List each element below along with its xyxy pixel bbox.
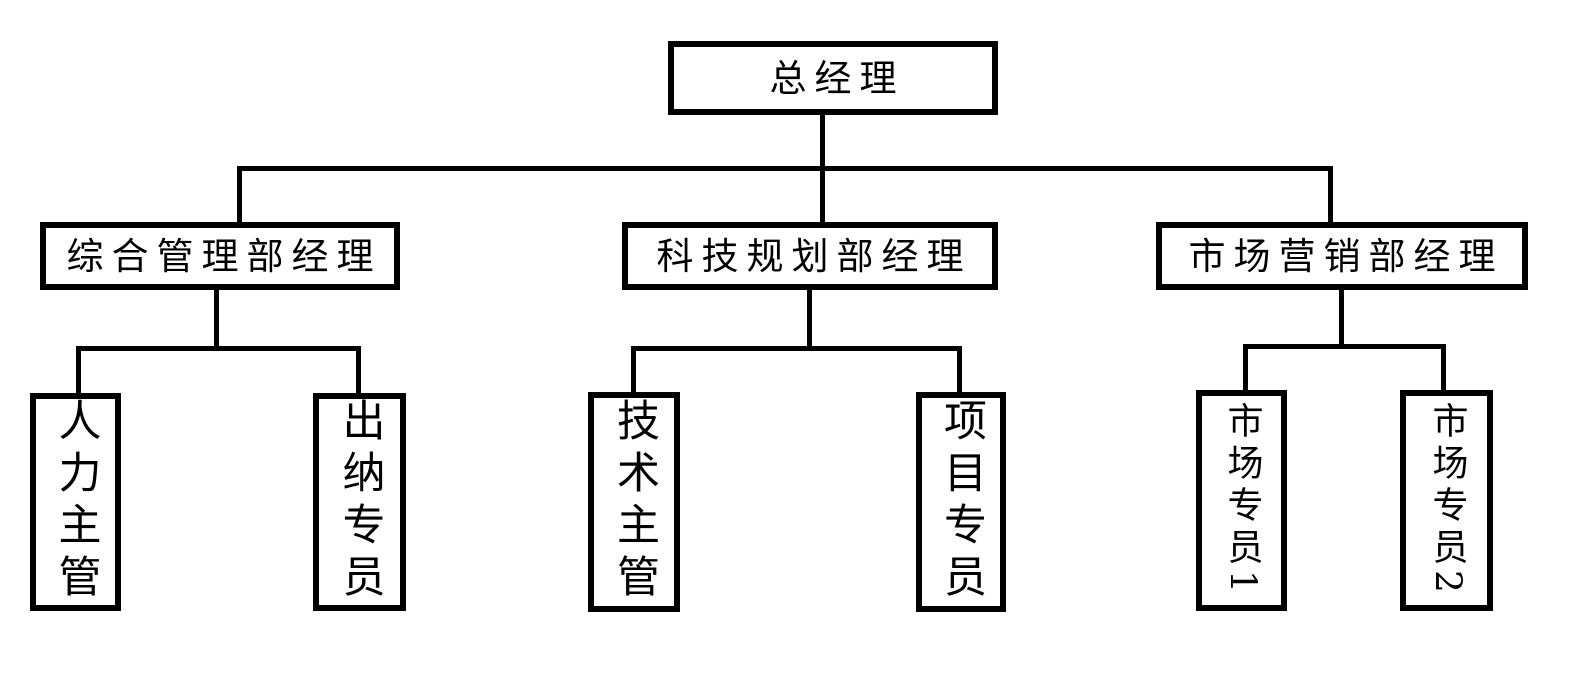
node-label: 项目专员 [936, 398, 987, 606]
connector-root-stem [820, 110, 825, 170]
connector-branch1-stem [807, 286, 812, 351]
node-label: 综合管理部经理 [66, 234, 382, 278]
connector-branch2-stem [1339, 286, 1344, 349]
node-general-manager: 总经理 [668, 41, 998, 115]
node-hr-supervisor: 人力主管 [30, 393, 121, 611]
connector-level1-bus [237, 166, 1333, 171]
connector-branch2-drop-0 [1243, 344, 1248, 394]
node-label: 市场营销部经理 [1188, 234, 1504, 278]
connector-branch2-bus [1243, 344, 1446, 349]
node-label: 人力主管 [51, 398, 101, 606]
connector-branch0-bus [76, 346, 361, 351]
node-cashier-specialist: 出纳专员 [313, 393, 406, 611]
node-label: 市场专员1 [1221, 402, 1263, 599]
node-label: 技术主管 [609, 398, 660, 606]
connector-branch0-stem [214, 286, 219, 351]
connector-drop-dept-2 [1328, 166, 1333, 226]
node-tech-planning-dept-manager: 科技规划部经理 [622, 222, 998, 290]
connector-drop-dept-1 [820, 166, 825, 226]
node-marketing-dept-manager: 市场营销部经理 [1156, 222, 1528, 290]
node-admin-dept-manager: 综合管理部经理 [40, 222, 400, 290]
connector-branch1-bus [631, 346, 962, 351]
node-label: 市场专员2 [1426, 402, 1468, 599]
node-technical-supervisor: 技术主管 [588, 392, 680, 612]
node-market-specialist-2: 市场专员2 [1400, 390, 1493, 611]
node-label: 科技规划部经理 [656, 234, 972, 278]
node-project-specialist: 项目专员 [916, 392, 1006, 612]
connector-branch2-drop-1 [1441, 344, 1446, 394]
connector-drop-dept-0 [237, 166, 242, 226]
connector-branch0-drop-1 [356, 346, 361, 396]
connector-branch1-drop-1 [957, 346, 962, 396]
node-label: 出纳专员 [335, 398, 385, 606]
connector-branch1-drop-0 [631, 346, 636, 396]
node-label: 总经理 [769, 56, 905, 100]
node-market-specialist-1: 市场专员1 [1196, 390, 1287, 611]
connector-branch0-drop-0 [76, 346, 81, 396]
